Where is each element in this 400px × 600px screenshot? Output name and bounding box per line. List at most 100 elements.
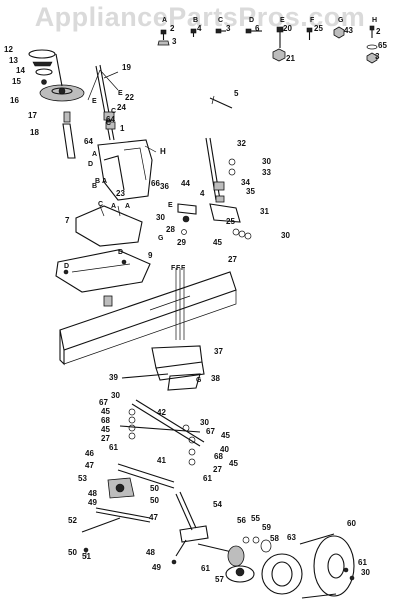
callout-number: 64: [106, 115, 115, 124]
callout-number: 1: [120, 124, 125, 133]
callout-number: 30: [262, 157, 271, 166]
callout-number: 16: [10, 96, 19, 105]
reference-letter: A: [125, 203, 130, 210]
front-spindle: [197, 536, 272, 583]
callout-number: 19: [122, 63, 131, 72]
steering-wheel-assembly: [28, 49, 85, 159]
callout-number: 30: [111, 391, 120, 400]
callout-number: 50: [150, 496, 159, 505]
reference-letter: F: [181, 265, 186, 272]
frame-rail: [59, 268, 237, 366]
hardware-bolt-e: [272, 26, 286, 62]
callout-number: 30: [200, 418, 209, 427]
callout-number: 45: [101, 407, 110, 416]
callout-number: 61: [109, 443, 118, 452]
reference-letter: D: [118, 249, 123, 256]
callout-number: 2: [376, 27, 381, 36]
callout-number: 61: [201, 564, 210, 573]
hardware-bolt-b: [190, 28, 197, 37]
callout-number: 21: [286, 54, 295, 63]
hardware-bolt-h: [366, 25, 378, 64]
callout-number: 61: [203, 474, 212, 483]
callout-number: 61: [358, 558, 367, 567]
base-plate: [55, 249, 151, 293]
callout-number: 63: [287, 533, 296, 542]
reference-letter: B: [95, 178, 100, 185]
callout-number: 64: [84, 137, 93, 146]
callout-number: 46: [85, 449, 94, 458]
callout-number: 66: [151, 179, 160, 188]
callout-number: 28: [166, 225, 175, 234]
callout-number: 6: [255, 24, 260, 33]
callout-number: 30: [281, 231, 290, 240]
reference-letter: B: [92, 183, 97, 190]
callout-number: 45: [229, 459, 238, 468]
callout-number: 7: [65, 216, 70, 225]
callout-number: 41: [157, 456, 166, 465]
reference-letter: A: [92, 151, 97, 158]
front-wheel: [261, 533, 355, 599]
reference-letter: A: [111, 203, 116, 210]
callout-number: 4: [197, 24, 202, 33]
reference-letter: D: [88, 161, 93, 168]
callout-number: 43: [344, 26, 353, 35]
callout-number: 38: [211, 374, 220, 383]
callout-number: 32: [237, 139, 246, 148]
callout-number: 35: [246, 187, 255, 196]
hardware-bolt-c: [215, 28, 226, 34]
callout-number: 12: [4, 45, 13, 54]
reference-letter: G: [196, 377, 202, 384]
callout-number: 3: [226, 24, 231, 33]
callout-number: 56: [237, 516, 246, 525]
hardware-letter: B: [193, 17, 198, 24]
callout-number: 17: [28, 111, 37, 120]
dash-pedestal: [97, 139, 157, 201]
hardware-letter: A: [162, 17, 167, 24]
callout-number: 42: [157, 408, 166, 417]
reference-letter: E: [118, 90, 123, 97]
callout-number: 49: [88, 498, 97, 507]
callout-number: 37: [214, 347, 223, 356]
callout-number: 36: [160, 182, 169, 191]
callout-number: 50: [150, 484, 159, 493]
lower-bracket: [121, 345, 205, 391]
callout-number: 67: [99, 398, 108, 407]
callout-number: 48: [146, 548, 155, 557]
callout-number: 22: [125, 93, 134, 102]
callout-number: 14: [16, 66, 25, 75]
callout-number: 3: [375, 52, 380, 61]
callout-number: H: [160, 147, 166, 156]
reference-letter: G: [158, 235, 164, 242]
hardware-nut-g: [333, 26, 345, 39]
hardware-bolt-a: [157, 29, 170, 46]
steering-shaft: [87, 64, 119, 141]
callout-number: 23: [116, 189, 125, 198]
callout-number: 55: [251, 514, 260, 523]
callout-number: 57: [215, 575, 224, 584]
hardware-bolt-d: [245, 28, 262, 34]
hardware-letter: D: [249, 17, 254, 24]
hardware-letter: C: [218, 17, 223, 24]
callout-number: 52: [68, 516, 77, 525]
callout-number: 2: [170, 24, 175, 33]
callout-number: 30: [361, 568, 370, 577]
callout-number: 59: [262, 523, 271, 532]
callout-number: 27: [213, 465, 222, 474]
callout-number: 31: [260, 207, 269, 216]
callout-number: 4: [200, 189, 205, 198]
callout-number: 45: [213, 238, 222, 247]
pivot-bracket: [81, 477, 151, 558]
reference-letter: E: [168, 202, 173, 209]
hardware-letter: G: [338, 17, 344, 24]
callout-number: 40: [220, 445, 229, 454]
reference-letter: F: [171, 265, 176, 272]
callout-number: 54: [213, 500, 222, 509]
callout-number: 68: [101, 416, 110, 425]
drag-link: [171, 491, 209, 565]
callout-number: 29: [177, 238, 186, 247]
callout-number: 44: [181, 179, 190, 188]
callout-number: 53: [78, 474, 87, 483]
callout-number: 48: [88, 489, 97, 498]
